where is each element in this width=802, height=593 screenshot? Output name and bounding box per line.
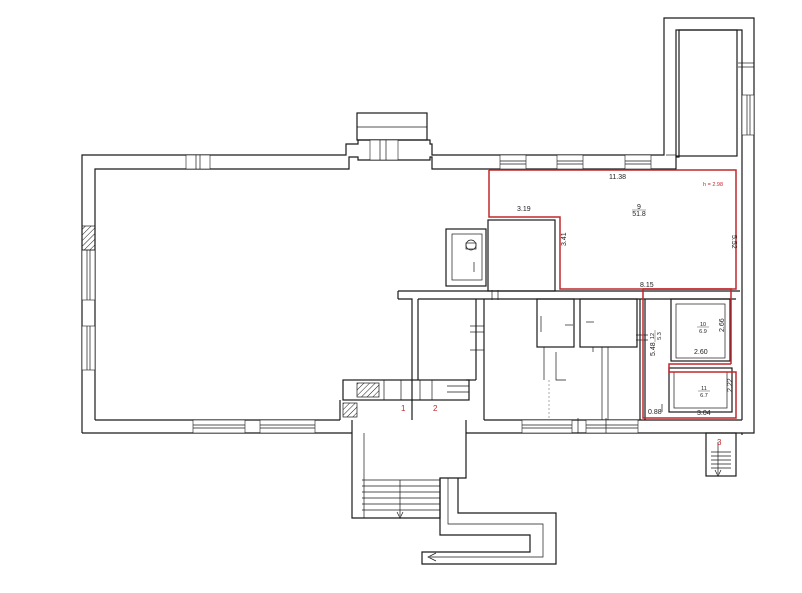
entrance-2-label: 2: [433, 404, 438, 413]
room-labels: 9 51.8 12 5.3 10 6.9 11 6.7: [632, 204, 710, 399]
zone-lower-outline: [642, 289, 737, 419]
room-12-area: 5.3: [657, 332, 663, 340]
zone-corridor-outline: [643, 288, 732, 364]
dim-room10-bottom: 2.60: [694, 349, 708, 356]
door-marks: [470, 290, 663, 433]
dimension-labels: 11.38 3.19 5.52 3.41 8.15 5.48 2.66 2.60…: [517, 174, 737, 417]
dim-room11-bottom: 3.04: [697, 410, 711, 417]
interior-partitions: [397, 219, 740, 420]
dim-right: 5.52: [730, 235, 737, 249]
height-note: h = 2.98: [703, 182, 723, 188]
highlighted-zone: [488, 169, 737, 419]
dim-mid: 8.15: [640, 282, 654, 289]
dim-corner: 0.88: [648, 409, 662, 416]
room-10-number: 10: [700, 322, 706, 328]
zone-room-9-outline: [488, 169, 737, 290]
dim-left-inset: 3.19: [517, 206, 531, 213]
room-11-number: 11: [701, 386, 707, 392]
entrance-3-label: 3: [717, 438, 722, 447]
entrance-1-label: 1: [401, 404, 406, 413]
room-9-number: 9: [637, 204, 641, 211]
dim-top: 11.38: [609, 174, 626, 181]
dim-room11-right: 2.22: [727, 378, 734, 392]
exterior-stairs: [351, 432, 737, 565]
entrance-labels: 1 2 3: [401, 404, 722, 447]
room-11-area: 6.7: [700, 393, 708, 399]
room-10-area: 6.9: [699, 329, 707, 335]
entrance-vestibule: [339, 379, 470, 433]
room-12-number: 12: [650, 333, 656, 339]
room-9-area: 51.8: [632, 211, 646, 218]
dim-step: 3.41: [561, 232, 568, 246]
dim-room10-right: 2.66: [719, 318, 726, 332]
windows: [81, 62, 755, 434]
dim-corridor: 5.48: [650, 342, 657, 356]
